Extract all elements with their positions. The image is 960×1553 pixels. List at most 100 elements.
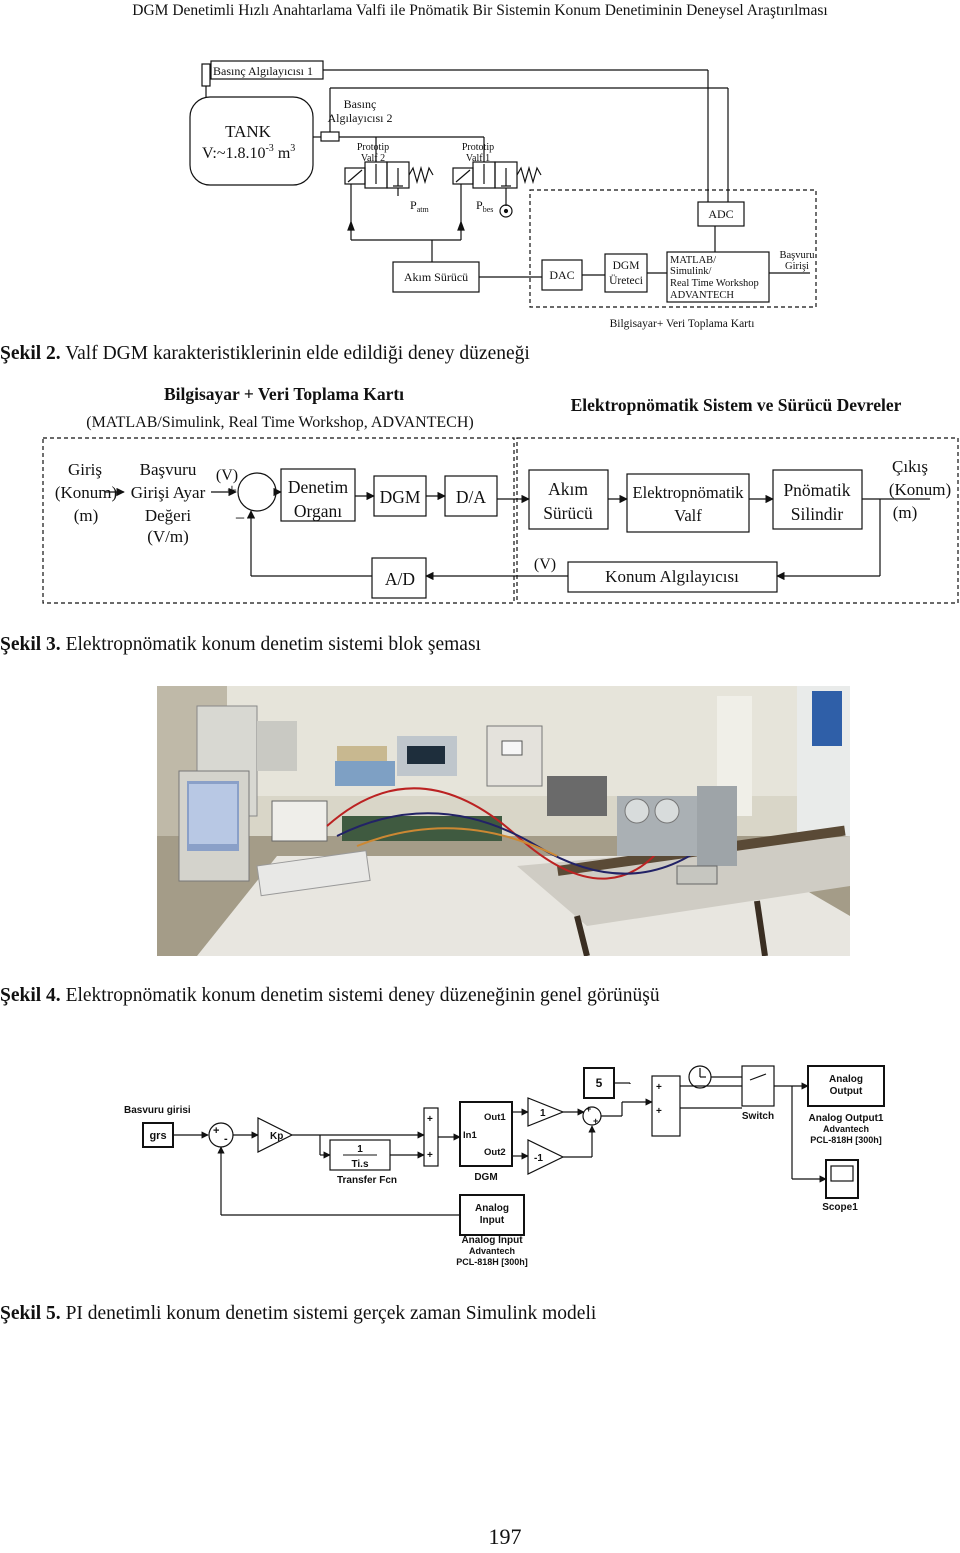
integrator-den: Ti.s (351, 1159, 368, 1170)
pressure-sensor-2-label-2: Algılayıcısı 2 (328, 111, 393, 125)
pwm-out1-label: Out1 (484, 1112, 506, 1123)
analog-output-label-2: Output (830, 1086, 863, 1097)
figure-5-simulink-model: 5 Basvuru girisi grs + - Kp 1 Ti.s Trans… (124, 1065, 885, 1267)
ep-valve-label-2: Valf (674, 506, 702, 525)
pwm-in1-label: In1 (463, 1130, 477, 1141)
analog-output-name-3: PCL-818H [300h] (810, 1135, 882, 1145)
tank-volume: V:~1.8.10-3 m3 (202, 143, 295, 162)
computer-dashed-region (42, 437, 515, 604)
computer-region-subtitle: (MATLAB/Simulink, Real Time Workshop, AD… (86, 414, 473, 431)
reference-input-name: Basvuru girisi (124, 1105, 191, 1116)
lab-setup-photo-illustration (157, 686, 850, 956)
system-dashed-region (516, 437, 959, 604)
figure-5-caption: Şekil 5. PI denetimli konum denetim sist… (0, 1303, 597, 1324)
position-sensor-block (567, 561, 778, 593)
matlab-label-3: Real Time Workshop (670, 278, 759, 289)
output-label-1: Çıkış (892, 457, 928, 476)
figure-2-valve-test-setup: Basınç Algılayıcısı 1 Basınç Algılayıcıs… (189, 60, 817, 330)
analog-input-name-1: Analog Input (461, 1235, 523, 1246)
current-driver-box (392, 261, 480, 293)
grs-label: grs (149, 1130, 166, 1142)
pwm-label: DGM (380, 487, 421, 507)
analog-input-name-2: Advantech (469, 1246, 515, 1256)
figure-3-block-diagram: Bilgisayar + Veri Toplama Kartı (MATLAB/… (42, 385, 959, 604)
page-number: 197 (488, 1524, 522, 1549)
system-region-title: Elektropnömatik Sistem ve Sürücü Devrele… (571, 395, 902, 415)
pwm-generator-label-2: Üreteci (609, 273, 643, 287)
running-header: DGM Denetimli Hızlı Anahtarlama Valfi il… (132, 2, 828, 19)
controller-block (280, 468, 356, 522)
gain-1-block (527, 1097, 565, 1127)
pi-sum-plus-1: + (427, 1114, 433, 1125)
dac-box (541, 259, 583, 291)
valve-2-label: Prototip (357, 142, 389, 153)
pi-sum-plus-2: + (427, 1150, 433, 1161)
ep-valve-block (626, 473, 750, 533)
da-block (444, 475, 498, 517)
valve-1-label: Prototip (462, 142, 494, 153)
gain-minus-1-label: -1 (534, 1153, 543, 1164)
pwm-subsystem-name: DGM (474, 1172, 497, 1183)
adc-label: ADC (708, 207, 733, 221)
analog-input-name-3: PCL-818H [300h] (456, 1257, 528, 1267)
input-label-3: (m) (74, 506, 99, 525)
figure-4-photo (157, 686, 850, 956)
adc-box (697, 201, 745, 227)
switch-sum-block (651, 1075, 681, 1137)
transfer-fcn-name: Transfer Fcn (337, 1175, 397, 1186)
error-sum-plus: + (213, 1125, 219, 1137)
dac-label: DAC (549, 268, 574, 282)
controller-label-1: Denetim (288, 477, 349, 497)
ref-label-4: (V/m) (147, 527, 189, 546)
volt-label-2: (V) (534, 556, 556, 573)
ep-valve-label-1: Elektropnömatik (633, 483, 745, 502)
analog-input-label-2: Input (480, 1215, 505, 1226)
analog-output-name-1: Analog Output1 (809, 1113, 884, 1124)
pressure-sensor-2-label: Basınç (344, 97, 377, 111)
output-sum-plus-2: + (593, 1116, 598, 1126)
valve-1-label-2: Valf 1 (466, 153, 490, 164)
da-label: D/A (456, 487, 487, 507)
tank-label: TANK (225, 122, 272, 141)
prototype-valve-1-symbol (452, 161, 542, 189)
pwm-subsystem-block (459, 1101, 513, 1167)
ad-label: A/D (385, 569, 415, 589)
output-sum-plus-1: + (586, 1104, 591, 1114)
matlab-box (666, 251, 770, 303)
pressure-sensor-2-symbol (320, 131, 340, 142)
reference-input-label: Başvuru (780, 250, 816, 261)
ref-label-2: Girişi Ayar (131, 483, 206, 502)
output-label-2: (Konum) (889, 480, 951, 499)
reference-input-block (142, 1122, 174, 1148)
current-driver-label-1: Akım (548, 479, 588, 499)
kp-gain-block (257, 1117, 294, 1153)
figure-4-caption: Şekil 4. Elektropnömatik konum denetim s… (0, 985, 660, 1006)
computer-dashed-frame (529, 189, 817, 308)
kp-label: Kp (270, 1131, 283, 1142)
matlab-label-4: ADVANTECH (670, 290, 734, 301)
constant-5-label: 5 (596, 1076, 603, 1090)
pwm-out2-label: Out2 (484, 1147, 506, 1158)
pressure-sensor-1-label: Basınç Algılayıcısı 1 (213, 64, 313, 78)
integrator-num: 1 (357, 1144, 363, 1155)
pressure-sensor-1-symbol (201, 63, 211, 87)
scope-name: Scope1 (822, 1202, 858, 1213)
input-label-2: (Konum) (55, 483, 117, 502)
analog-input-label-1: Analog (475, 1203, 509, 1214)
figure-3-caption: Şekil 3. Elektropnömatik konum denetim s… (0, 634, 481, 655)
analog-output-block (807, 1065, 885, 1107)
p-atm-label: Patm (410, 198, 429, 214)
ref-label-3: Değeri (145, 506, 192, 525)
input-label-1: Giriş (68, 460, 102, 479)
error-sum-minus: - (224, 1133, 228, 1145)
switch-sum-plus-2: + (656, 1106, 662, 1117)
matlab-label-2: Simulink/ (670, 266, 712, 277)
cylinder-label-2: Silindir (791, 504, 844, 524)
switch-block (741, 1065, 775, 1107)
summing-junction (237, 472, 277, 512)
prototype-valve-2-symbol (344, 161, 434, 189)
switch-sum-plus-1: + (656, 1082, 662, 1093)
cylinder-label-1: Pnömatik (783, 480, 850, 500)
tank-box (189, 96, 314, 186)
volt-label-1: (V) (216, 467, 238, 484)
